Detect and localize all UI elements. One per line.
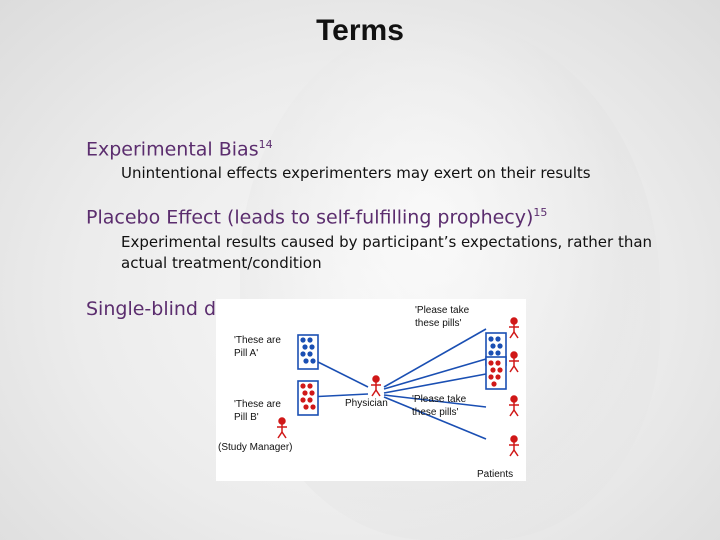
term-label: Placebo Effect (leads to self-fulfilling… <box>86 206 534 229</box>
patient-box-red-pills <box>488 360 503 387</box>
study-manager-person-icon <box>277 417 287 439</box>
term-placebo-effect: Placebo Effect (leads to self-fulfilling… <box>86 206 547 228</box>
pill-a-pills <box>300 337 316 364</box>
term-single-blind: Single-blind d <box>86 298 216 320</box>
line-physician-bottom <box>383 396 487 440</box>
definition-experimental-bias: Unintentional effects experimenters may … <box>121 164 591 182</box>
patient-person-icon <box>509 395 519 417</box>
person-icons <box>277 317 519 457</box>
patient-person-icon <box>509 351 519 373</box>
line-physician-mid <box>383 373 487 394</box>
patient-person-icon <box>509 435 519 457</box>
physician-person-icon <box>371 375 381 397</box>
term-ref: 14 <box>258 138 273 151</box>
pill-b-pills <box>300 383 316 410</box>
term-label: Experimental Bias <box>86 138 259 161</box>
definition-placebo-effect: Experimental results caused by participa… <box>121 233 653 272</box>
term-experimental-bias: Experimental Bias14 <box>86 138 273 160</box>
line-physician-lower <box>383 394 487 408</box>
term-ref: 15 <box>533 206 548 219</box>
physician-label: Physician <box>345 398 388 409</box>
line-physician-upper <box>383 358 487 390</box>
line-physician-top <box>383 328 487 388</box>
study-manager-label: (Study Manager) <box>218 442 292 453</box>
slide-title: Terms <box>316 14 404 47</box>
connection-lines <box>307 328 487 440</box>
term-label: Single-blind d <box>86 298 217 320</box>
patient-person-icon <box>509 317 519 339</box>
patients-label: Patients <box>477 469 513 480</box>
